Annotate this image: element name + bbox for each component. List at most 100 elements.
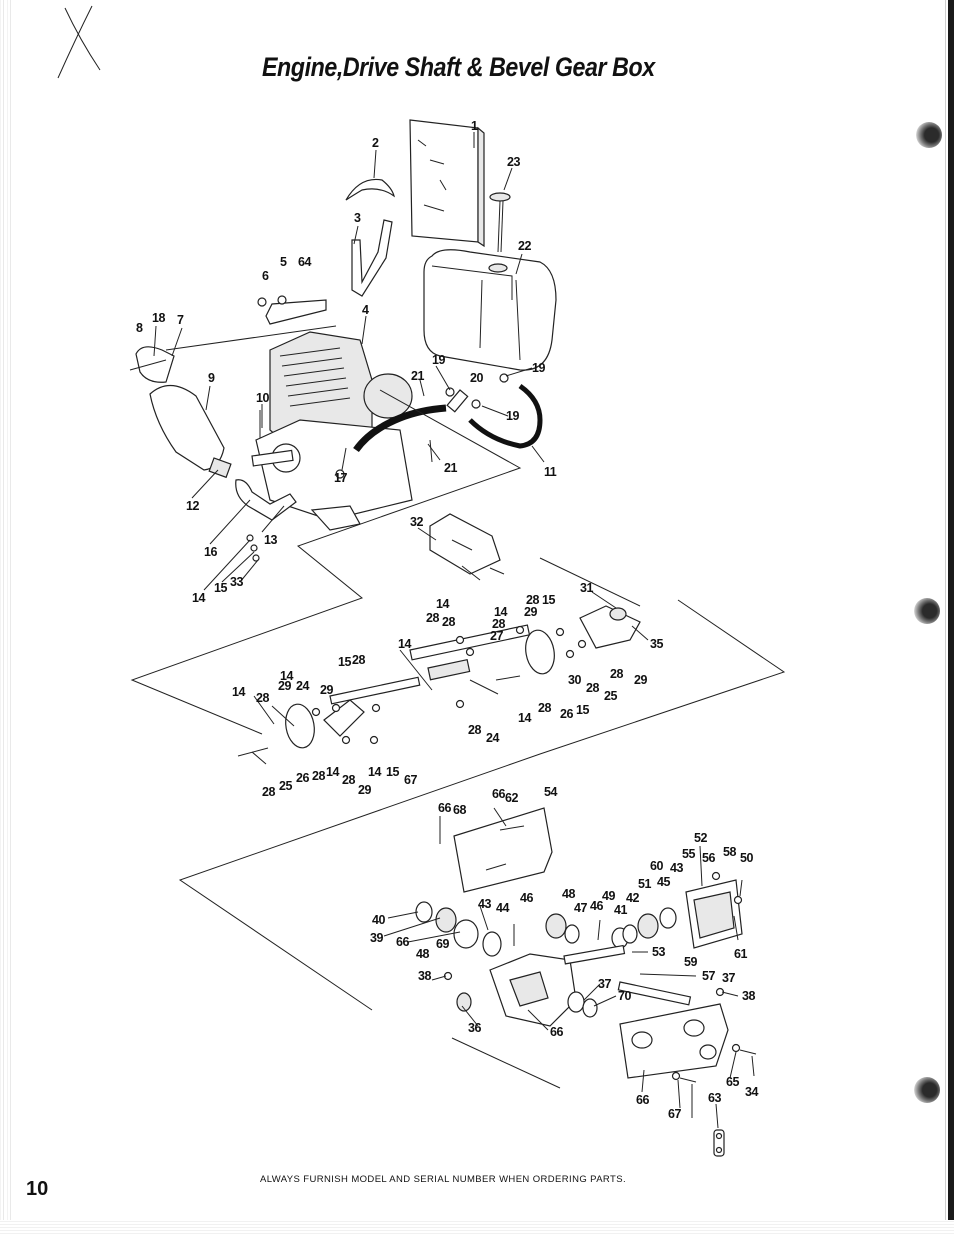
callout-label: 22 [518, 239, 531, 253]
callout-label: 67 [668, 1107, 681, 1121]
callout-label: 41 [614, 903, 627, 917]
callout-label: 14 [436, 597, 449, 611]
callout-label: 46 [520, 891, 533, 905]
callout-label: 29 [524, 605, 537, 619]
callout-label: 28 [342, 773, 355, 787]
callout-label: 13 [264, 533, 277, 547]
coupling-right [525, 605, 641, 675]
callout-label: 14 [232, 685, 245, 699]
gearbox-shafts [513, 919, 692, 1006]
callout-label: 19 [506, 409, 519, 423]
callout-label: 28 [426, 611, 439, 625]
footer-note: ALWAYS FURNISH MODEL AND SERIAL NUMBER W… [260, 1174, 626, 1185]
callout-label: 28 [262, 785, 275, 799]
callout-label: 39 [370, 931, 383, 945]
callout-label: 28 [586, 681, 599, 695]
callout-label: 28 [312, 769, 325, 783]
callout-label: 43 [478, 897, 491, 911]
coupling-left [285, 699, 365, 749]
callout-label: 47 [574, 901, 587, 915]
binder-hole-bottom [914, 1077, 940, 1103]
callout-label: 54 [544, 785, 557, 799]
callout-label: 24 [296, 679, 309, 693]
callout-label: 14 [192, 591, 205, 605]
callout-label: 46 [590, 899, 603, 913]
callout-label: 28 [468, 723, 481, 737]
callout-label: 15 [542, 593, 555, 607]
callout-label: 28 [256, 691, 269, 705]
callout-label: 20 [470, 371, 483, 385]
muffler [135, 346, 232, 479]
callout-label: 51 [638, 877, 651, 891]
callout-label: 14 [398, 637, 411, 651]
callout-label: 15 [576, 703, 589, 717]
callout-label: 14 [518, 711, 531, 725]
fuel-lines [353, 383, 543, 453]
callout-label: 49 [602, 889, 615, 903]
page-number: 10 [26, 1178, 49, 1200]
shaft-bracket [429, 513, 505, 581]
callout-label: 66 [396, 935, 409, 949]
callout-label: 12 [186, 499, 199, 513]
callout-label: 15 [214, 581, 227, 595]
callout-label: 38 [418, 969, 431, 983]
callout-label: 4 [362, 303, 369, 317]
callout-label: 26 [560, 707, 573, 721]
callout-label: 25 [604, 689, 617, 703]
callout-label: 14 [494, 605, 507, 619]
callout-label: 26 [296, 771, 309, 785]
callout-label: 29 [634, 673, 647, 687]
callout-label: 55 [682, 847, 695, 861]
callout-label: 70 [618, 989, 631, 1003]
filter-bracket [351, 219, 393, 297]
scan-edge-bottom [0, 1220, 954, 1234]
binder-hole-middle [914, 598, 940, 624]
callout-label: 40 [372, 913, 385, 927]
callout-label: 56 [702, 851, 715, 865]
callout-label: 37 [722, 971, 735, 985]
callout-label: 31 [580, 581, 593, 595]
callout-label: 43 [670, 861, 683, 875]
mounting-plate-upper [439, 807, 553, 893]
callout-label: 6 [262, 269, 269, 283]
callout-label: 29 [320, 683, 333, 697]
callout-label: 48 [562, 887, 575, 901]
callout-label: 15 [386, 765, 399, 779]
shaft-hardware [237, 625, 587, 757]
callout-label: 28 [352, 653, 365, 667]
callout-label: 30 [568, 673, 581, 687]
handwritten-mark [57, 5, 101, 79]
callout-labels: 1 2 23 3 22 5 64 6 4 18 8 7 19 20 19 21 … [136, 119, 759, 1121]
callout-label: 27 [490, 629, 503, 643]
callout-label: 29 [358, 783, 371, 797]
callout-label: 58 [723, 845, 736, 859]
callout-label: 57 [702, 969, 715, 983]
scan-edge-left [0, 0, 14, 1234]
callout-label: 14 [280, 669, 293, 683]
binder-hole-top [916, 122, 942, 148]
callout-label: 66 [492, 787, 505, 801]
callout-label: 60 [650, 859, 663, 873]
callout-label: 36 [468, 1021, 481, 1035]
cover-plate [257, 295, 327, 325]
callout-label: 8 [136, 321, 143, 335]
callout-label: 24 [486, 731, 499, 745]
air-filter-element [409, 119, 485, 248]
callout-label: 67 [404, 773, 417, 787]
callout-label: 7 [177, 313, 184, 327]
callout-label: 50 [740, 851, 753, 865]
callout-label: 11 [544, 465, 557, 479]
callout-label: 61 [734, 947, 747, 961]
callout-label: 17 [334, 471, 347, 485]
callout-label: 33 [230, 575, 243, 589]
callout-label: 18 [152, 311, 165, 325]
callout-label: 37 [598, 977, 611, 991]
callout-label: 35 [650, 637, 663, 651]
fuel-tank [423, 249, 557, 371]
engine-bolts [129, 359, 433, 562]
callout-label: 23 [507, 155, 520, 169]
filter-clip [345, 178, 395, 201]
callout-label: 66 [438, 801, 451, 815]
callout-label: 48 [416, 947, 429, 961]
